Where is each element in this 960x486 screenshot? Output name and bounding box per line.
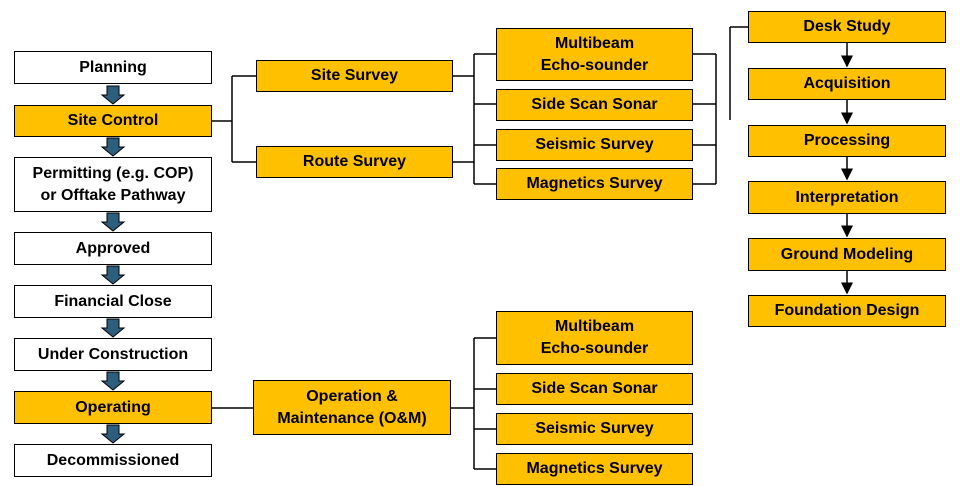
method-magnetics-box: Magnetics Survey: [496, 168, 693, 200]
route-survey-box: Route Survey: [256, 146, 453, 178]
om-method-side-scan-box: Side Scan Sonar: [496, 373, 693, 405]
workflow-foundation-design: Foundation Design: [748, 295, 946, 327]
om-method-seismic-box: Seismic Survey: [496, 413, 693, 445]
stage-operating: Operating: [14, 391, 212, 424]
workflow-ground-modeling: Ground Modeling: [748, 238, 946, 271]
stage-site-control: Site Control: [14, 105, 212, 137]
method-multibeam-box: Multibeam Echo-sounder: [496, 28, 693, 81]
stage-financial-close: Financial Close: [14, 285, 212, 318]
workflow-desk-study: Desk Study: [748, 11, 946, 43]
om-method-multibeam-box: Multibeam Echo-sounder: [496, 311, 693, 365]
om-activity-box: Operation & Maintenance (O&M): [253, 380, 451, 435]
workflow-acquisition: Acquisition: [748, 68, 946, 100]
stage-arrow: [100, 212, 126, 232]
stage-arrow: [100, 318, 126, 338]
stage-decommissioned: Decommissioned: [14, 444, 212, 477]
stage-arrow: [100, 371, 126, 391]
method-seismic-box: Seismic Survey: [496, 129, 693, 161]
method-side-scan-box: Side Scan Sonar: [496, 89, 693, 121]
stage-arrow: [100, 137, 126, 157]
workflow-interpretation: Interpretation: [748, 181, 946, 214]
stage-arrow: [100, 424, 126, 444]
site-survey-box: Site Survey: [256, 60, 453, 92]
workflow-processing: Processing: [748, 125, 946, 157]
stage-under-construction: Under Construction: [14, 338, 212, 371]
stage-approved: Approved: [14, 232, 212, 265]
stage-arrow: [100, 85, 126, 105]
stage-arrow: [100, 265, 126, 285]
stage-permitting: Permitting (e.g. COP) or Offtake Pathway: [14, 157, 212, 212]
stage-planning: Planning: [14, 51, 212, 84]
om-method-magnetics-box: Magnetics Survey: [496, 453, 693, 485]
